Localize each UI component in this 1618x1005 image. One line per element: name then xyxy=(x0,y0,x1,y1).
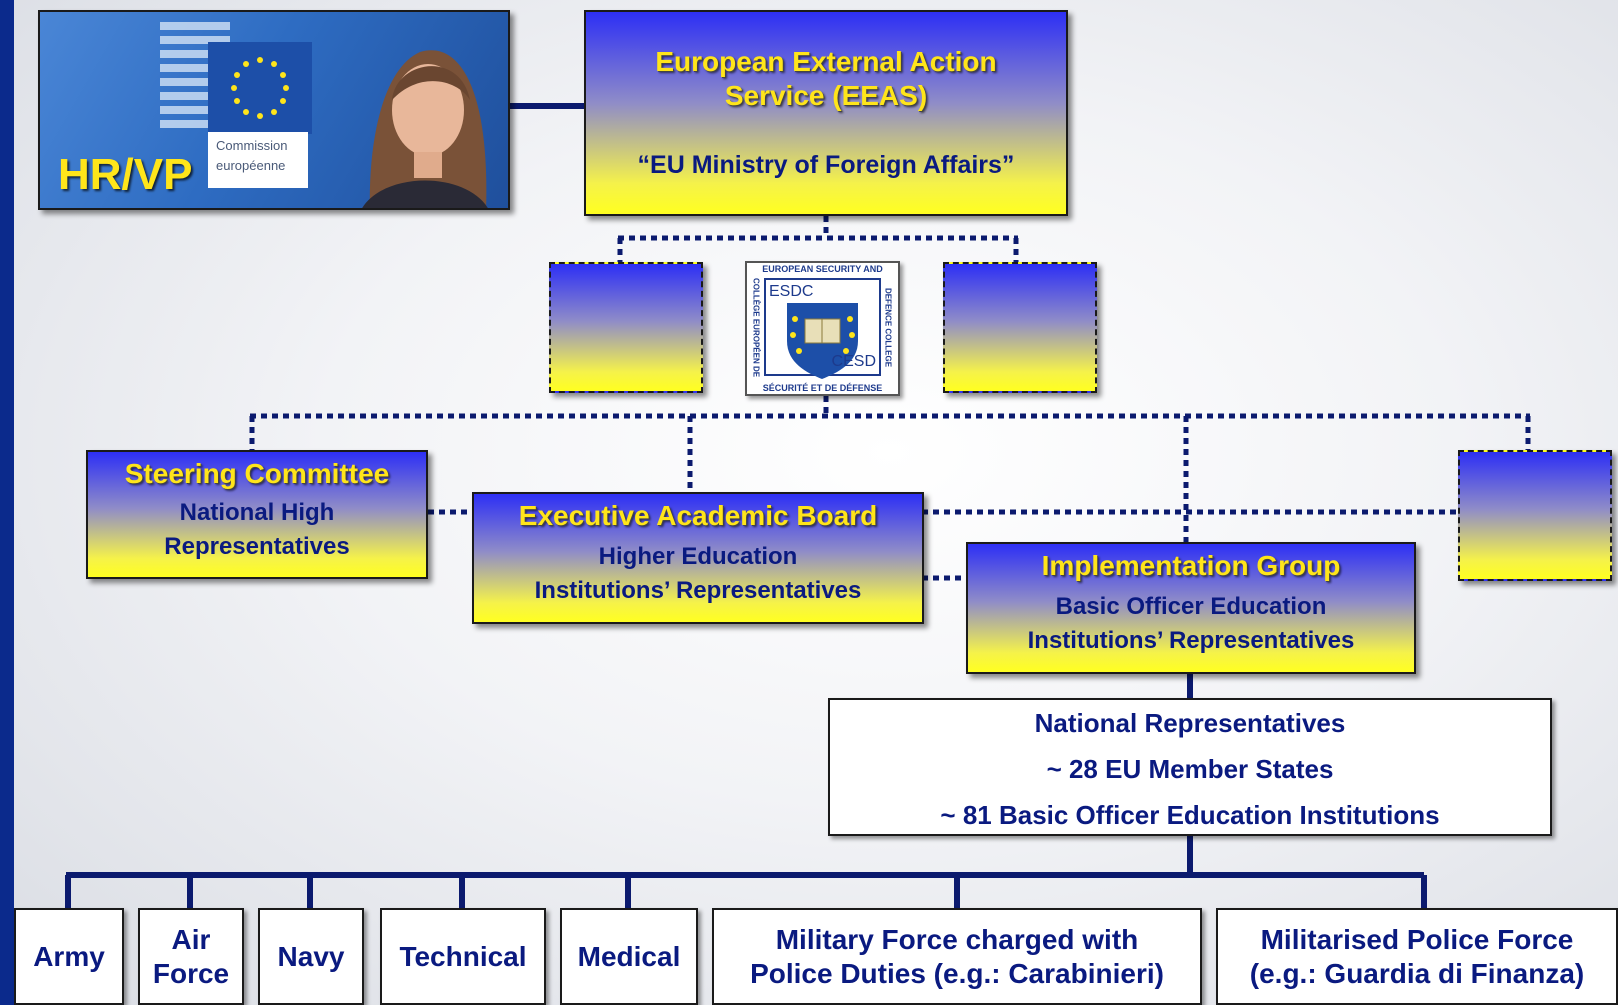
category-militarised-police: Militarised Police Force (e.g.: Guardia … xyxy=(1216,908,1618,1005)
placeholder-box-far-right xyxy=(1458,450,1612,581)
implementation-group-title: Implementation Group xyxy=(1041,550,1341,581)
category-army-label: Army xyxy=(33,940,105,972)
placeholder-box-left xyxy=(549,262,703,393)
implementation-group-box: Implementation Group Basic Officer Educa… xyxy=(966,542,1416,674)
eeas-box: European External Action Service (EEAS) … xyxy=(584,10,1068,216)
category-technical: Technical xyxy=(380,908,546,1005)
executive-board-sub-2: Institutions’ Representatives xyxy=(534,577,862,604)
building-graphic xyxy=(160,22,230,128)
national-reps-line-1: National Representatives xyxy=(1034,708,1346,738)
portrait-photo xyxy=(362,50,488,208)
esdc-left-text: COLLÈGE EUROPÉEN DE xyxy=(751,277,761,378)
category-navy-label: Navy xyxy=(277,940,345,972)
cesd-abbr: CESD xyxy=(831,353,876,370)
steering-committee-sub-2: Representatives xyxy=(164,533,350,560)
placeholder-box-right xyxy=(943,262,1097,393)
executive-board-box: Executive Academic Board Higher Educatio… xyxy=(472,492,924,624)
category-military-police-label-1: Military Force charged with xyxy=(775,923,1139,955)
executive-board-title: Executive Academic Board xyxy=(518,500,878,531)
esdc-bottom-text: SÉCURITÉ ET DE DÉFENSE xyxy=(762,383,883,393)
national-representatives-box: National Representatives ~ 28 EU Member … xyxy=(828,698,1552,836)
eu-flag-logo xyxy=(208,42,312,192)
steering-committee-box: Steering Committee National High Represe… xyxy=(86,450,428,579)
executive-board-sub-1: Higher Education xyxy=(598,543,798,570)
steering-committee-sub-1: National High xyxy=(179,499,335,526)
commission-card xyxy=(208,132,308,188)
category-military-police-label-2: Police Duties (e.g.: Carabinieri) xyxy=(750,957,1164,989)
category-navy: Navy xyxy=(258,908,364,1005)
eeas-subtitle: “EU Ministry of Foreign Affairs” xyxy=(637,151,1015,179)
hrvp-portrait-box: Commission européenne HR/VP xyxy=(38,10,510,210)
hrvp-label: HR/VP xyxy=(58,150,193,199)
national-reps-line-3: ~ 81 Basic Officer Education Institution… xyxy=(940,800,1440,830)
logo-text-commission: Commission xyxy=(216,138,288,153)
category-militarised-police-label-1: Militarised Police Force xyxy=(1260,923,1574,955)
left-accent-bar xyxy=(0,0,14,1005)
eeas-title: European External Action Service (EEAS) xyxy=(655,46,997,111)
category-military-police: Military Force charged with Police Dutie… xyxy=(712,908,1202,1005)
esdc-logo: EUROPEAN SECURITY AND SÉCURITÉ ET DE DÉF… xyxy=(745,261,900,396)
implementation-group-sub-1: Basic Officer Education xyxy=(1055,593,1327,620)
category-air-force-label-2: Force xyxy=(152,957,230,989)
implementation-group-sub-2: Institutions’ Representatives xyxy=(1027,627,1355,654)
category-technical-label: Technical xyxy=(399,940,527,972)
category-medical-label: Medical xyxy=(577,940,681,972)
steering-committee-title: Steering Committee xyxy=(124,458,390,489)
national-reps-line-2: ~ 28 EU Member States xyxy=(1046,754,1334,784)
category-medical: Medical xyxy=(560,908,698,1005)
category-air-force: Air Force xyxy=(138,908,244,1005)
esdc-abbr: ESDC xyxy=(769,283,814,300)
category-army: Army xyxy=(14,908,124,1005)
esdc-right-text: DEFENCE COLLEGE xyxy=(883,287,893,368)
logo-text-europeenne: européenne xyxy=(216,158,286,173)
esdc-top-text: EUROPEAN SECURITY AND xyxy=(762,264,883,274)
category-air-force-label-1: Air xyxy=(171,923,211,955)
category-militarised-police-label-2: (e.g.: Guardia di Finanza) xyxy=(1249,957,1585,989)
